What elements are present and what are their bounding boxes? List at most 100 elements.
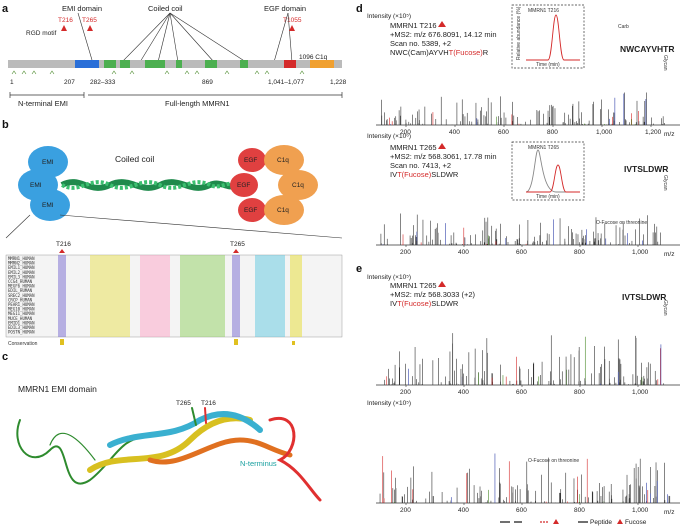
seq-name: MEG10_HUMAN — [8, 307, 35, 312]
fucose-icon — [438, 21, 446, 27]
panel-label-b: b — [2, 119, 9, 131]
d1-line2: +MS2: m/z 676.8091, 14.12 min — [390, 30, 497, 39]
emi-label-3: EMI — [42, 202, 54, 209]
coiled-coil-label: Coiled coil — [148, 4, 183, 13]
seq-name: EMIL1_HUMAN — [8, 265, 35, 270]
legend-fucose: Fucose — [625, 519, 647, 526]
seq-name: EMID1_HUMAN — [8, 320, 35, 325]
legend-fucose-icon — [553, 519, 559, 524]
tick-label: 1,000 — [632, 507, 649, 514]
conservation-label: Conservation — [8, 341, 38, 347]
pos-1: 1 — [10, 79, 14, 86]
d-ylabel-1: Intensity (×10⁵) — [367, 13, 411, 20]
spectrum-e2 — [379, 453, 671, 503]
d1-line4: NWC(Cam)AYVHT(Fucose)R — [390, 48, 489, 57]
d2-line2: +MS2: m/z 568.3061, 17.78 min — [390, 152, 497, 161]
seq-name: PEAR1_HUMAN — [8, 302, 35, 307]
t216-c-label: T216 — [201, 400, 216, 407]
panel-label-e: e — [356, 263, 362, 275]
seq-name: EDIL3_HUMAN — [8, 325, 35, 330]
e-line2: +MS2: m/z 568.3033 (+2) — [390, 290, 476, 299]
tick-label: 1,000 — [632, 389, 649, 396]
tick-label: 800 — [574, 507, 585, 514]
tick-label: 400 — [458, 507, 469, 514]
spectrum-d2 — [380, 213, 661, 245]
d1-carb: Carb — [618, 24, 629, 30]
spectrum-e1 — [384, 333, 666, 385]
inset-d1-xlabel: Time (min) — [536, 62, 560, 68]
inset-d1 — [511, 4, 585, 69]
e-ofuc: O-Fucose on threonine — [528, 458, 579, 464]
tick-label: 1,000 — [596, 129, 613, 136]
tick-label: 600 — [516, 507, 527, 514]
panel-label-c: c — [2, 351, 8, 363]
tick-label: 1,200 — [645, 129, 662, 136]
emi-label-1: EMI — [42, 159, 54, 166]
egf-label-1: EGF — [244, 157, 257, 164]
egf-domain-label: EGF domain — [264, 4, 306, 13]
d1-mz: m/z — [664, 131, 674, 138]
panel-label-a: a — [2, 3, 9, 15]
seq-name: EDIL_HUMAN — [8, 288, 33, 293]
tick-label: 400 — [458, 389, 469, 396]
t216-b-label: T216 — [56, 241, 71, 248]
t1055-label: T1055 — [283, 17, 302, 24]
pos-207: 207 — [64, 79, 75, 86]
d-ylabel-2: Intensity (×10⁶) — [367, 133, 411, 140]
legend-peptide: Peptide — [590, 519, 612, 526]
t265-c-label: T265 — [176, 400, 191, 407]
inset-d1-title: MMRN1 T216 — [528, 8, 559, 14]
tick-label: 200 — [400, 249, 411, 256]
emi-label-2: EMI — [30, 182, 42, 189]
pos-1228: 1,228 — [330, 79, 347, 86]
d2-mz: m/z — [664, 251, 674, 258]
tick-label: 800 — [574, 389, 585, 396]
pos-282: 282–333 — [90, 79, 116, 86]
t265-b-label: T265 — [230, 241, 245, 248]
panel-label-d: d — [356, 3, 363, 15]
seq-name: MUCE_HUMAN — [8, 316, 33, 321]
t216-label: T216 — [58, 17, 73, 24]
seq-name: EMIL2_HUMAN — [8, 270, 35, 275]
inset-d2 — [511, 141, 585, 201]
d1-glycan: Glycan — [662, 55, 668, 71]
emi-domain-label: EMI domain — [62, 4, 102, 13]
e-ylabel-2: Intensity (×10⁵) — [367, 400, 411, 407]
e-line3: IVT(Fucose)SLDWR — [390, 299, 459, 308]
e-seq: IVTSLDWR — [622, 292, 666, 302]
c1q-label-1: C1q — [277, 157, 289, 164]
inset-d1-ylabel: Relative abundance (%) — [516, 6, 522, 60]
c1q-label-3: C1q — [277, 207, 289, 214]
d2-seq: IVTSLDWR — [624, 164, 668, 174]
legend — [500, 519, 623, 524]
coiled-coil-b-label: Coiled coil — [115, 154, 154, 164]
tick-label: 1,000 — [632, 249, 649, 256]
tick-label: 800 — [574, 249, 585, 256]
t265-label: T265 — [82, 17, 97, 24]
full-length-label: Full-length MMRN1 — [165, 99, 230, 108]
d2-line4: IVT(Fucose)SLDWR — [390, 170, 459, 179]
sequence-alignment — [5, 254, 343, 338]
inset-d2-xlabel: Time (min) — [536, 194, 560, 200]
d2-line1: MMRN1 T265 — [390, 143, 437, 152]
d2-glycan: Glycan — [662, 175, 668, 191]
e-glycan: Glycan — [662, 300, 668, 316]
fucose-icon-2 — [438, 143, 446, 149]
tick-label: 200 — [400, 507, 411, 514]
c1q-label-2: C1q — [292, 182, 304, 189]
protein-ribbon — [16, 407, 322, 502]
tick-label: 600 — [498, 129, 509, 136]
tick-label: 600 — [516, 249, 527, 256]
tick-label: 200 — [400, 389, 411, 396]
protein-cartoon — [18, 145, 318, 225]
seq-name: POSTN_HUMAN — [8, 330, 35, 335]
fucose-icon-3 — [438, 281, 446, 287]
e-line1: MMRN1 T265 — [390, 281, 437, 290]
c1q-label: 1096 C1q — [299, 54, 328, 61]
n-terminal-emi-label: N-terminal EMI — [18, 99, 68, 108]
emi-domain-c-title: MMRN1 EMI domain — [18, 384, 97, 394]
seq-name: MEG11_HUMAN — [8, 311, 35, 316]
e-mz: m/z — [664, 509, 674, 516]
egf-label-3: EGF — [244, 207, 257, 214]
